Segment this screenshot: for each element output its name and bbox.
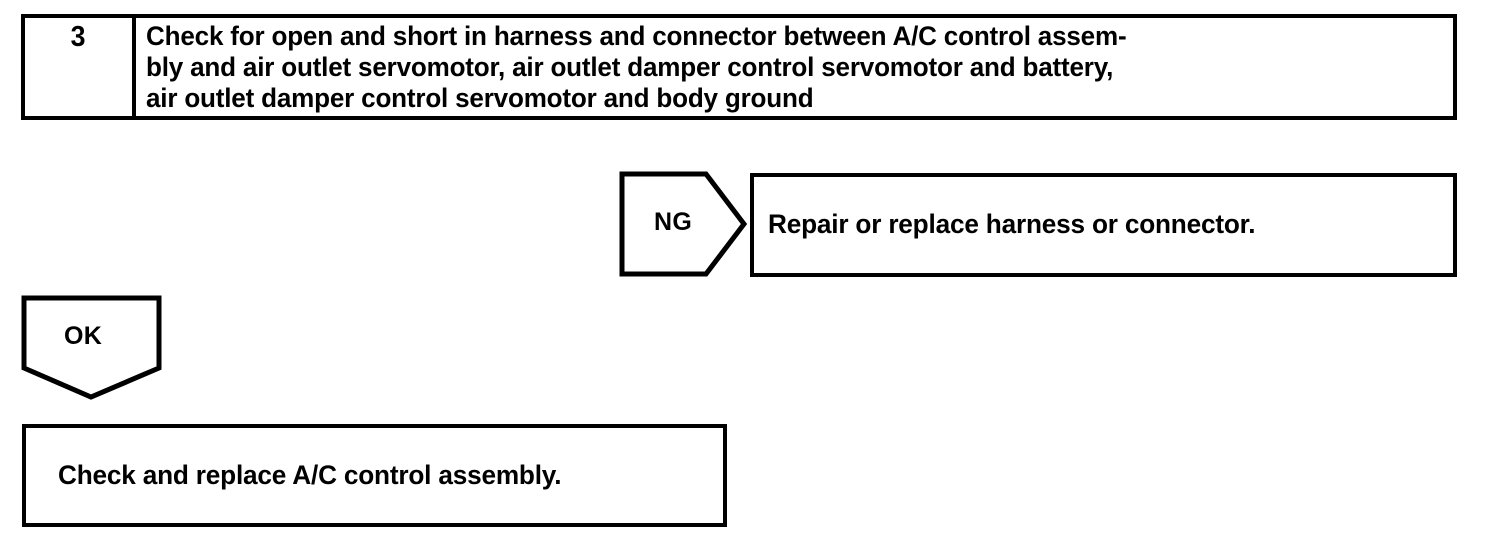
- ok-label: OK: [64, 322, 103, 350]
- step-description-line-1: Check for open and short in harness and …: [146, 21, 1127, 51]
- ok-result-text: Check and replace A/C control assembly.: [58, 459, 562, 490]
- ng-result-text: Repair or replace harness or connector.: [768, 209, 1256, 240]
- ok-result-box: Check and replace A/C control assembly.: [22, 424, 727, 527]
- pentagon-down-icon: [21, 295, 162, 400]
- ng-branch-arrow: NG: [619, 171, 748, 277]
- step-table: 3 Check for open and short in harness an…: [21, 14, 1457, 120]
- step-description-cell: Check for open and short in harness and …: [136, 18, 1453, 116]
- ok-branch-arrow: OK: [21, 295, 162, 400]
- step-description-line-3: air outlet damper control servomotor and…: [146, 83, 814, 113]
- ng-result-box: Repair or replace harness or connector.: [750, 173, 1457, 277]
- step-description-line-2: bly and air outlet servomotor, air outle…: [146, 52, 1114, 82]
- step-number-cell: 3: [25, 18, 136, 116]
- step-number: 3: [71, 21, 86, 53]
- ng-label: NG: [654, 208, 693, 236]
- pentagon-right-icon: [619, 171, 748, 277]
